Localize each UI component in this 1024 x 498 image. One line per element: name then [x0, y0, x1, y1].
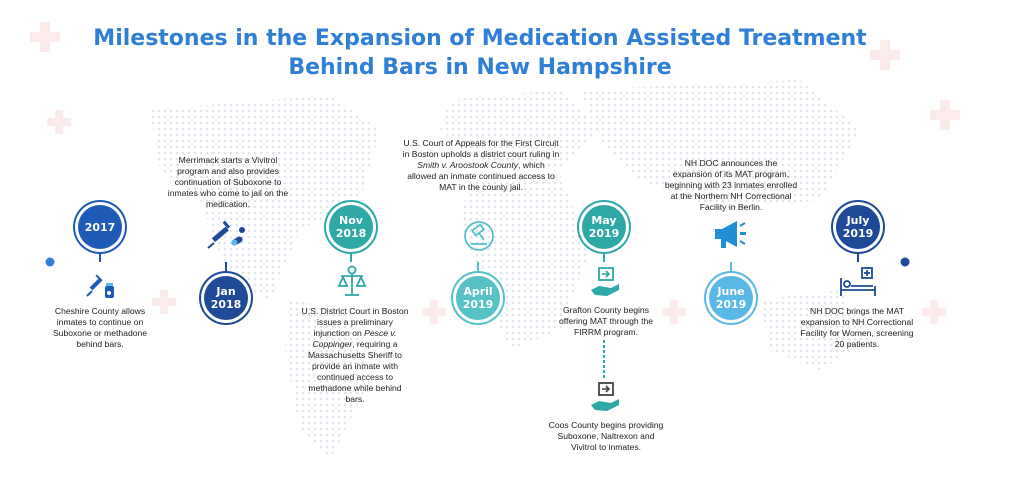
milestone-month-may2019: May — [591, 214, 617, 227]
milestone-year-jul2019: 2019 — [842, 227, 874, 240]
timeline-start-dot — [45, 257, 55, 267]
syringe-pills-icon — [86, 274, 114, 298]
milestone-text-jul2019: NH DOC brings the MAT expansion to NH Co… — [800, 306, 914, 349]
milestone-month-apr2019: April — [463, 285, 493, 298]
milestone-month-jun2019: June — [717, 285, 745, 298]
milestone-node-apr2019: April 2019 — [456, 276, 500, 320]
milestone-text-jan2018: Merrimack starts a Vivitrol program and … — [167, 155, 289, 209]
gavel-icon — [464, 221, 494, 251]
milestone-year-jan2018: 2018 — [210, 298, 242, 311]
page-title-line-1: Milestones in the Expansion of Medicatio… — [93, 26, 867, 51]
hand-arrow-icon — [591, 267, 619, 296]
megaphone-icon — [715, 221, 746, 248]
milestone-text-apr2019: U.S. Court of Appeals for the First Circ… — [402, 138, 560, 192]
timeline-end-dot — [900, 257, 910, 267]
page-title-line-2: Behind Bars in New Hampshire — [288, 55, 672, 80]
milestone-node-2017: 2017 — [78, 205, 122, 249]
milestone-month-jan2018: Jan — [216, 285, 236, 298]
milestone-year-jun2019: 2019 — [715, 298, 747, 311]
milestone-year-may2019: 2019 — [588, 227, 620, 240]
milestone-node-nov2018: Nov 2018 — [329, 205, 373, 249]
milestone-year-apr2019: 2019 — [462, 298, 494, 311]
milestone-text-nov2018: U.S. District Court in Boston issues a p… — [301, 306, 409, 404]
milestone-node-jan2018: Jan 2018 — [204, 276, 248, 320]
milestone-node-jul2019: July 2019 — [836, 205, 880, 249]
scales-of-justice-icon — [337, 265, 367, 296]
milestone-node-may2019: May 2019 — [582, 205, 626, 249]
milestone-date-2017: 2017 — [84, 220, 116, 234]
milestone-text-coos: Coos County begins providing Suboxone, N… — [548, 420, 664, 452]
milestone-month-nov2018: Nov — [339, 214, 363, 227]
milestone-text-may2019: Grafton County begins offering MAT throu… — [558, 305, 654, 337]
syringe-capsule-icon — [207, 220, 245, 249]
milestone-year-nov2018: 2018 — [335, 227, 367, 240]
milestone-text-jun2019: NH DOC announces the expansion of its MA… — [664, 158, 798, 212]
milestone-node-jun2019: June 2019 — [709, 276, 753, 320]
milestone-text-2017: Cheshire County allows inmates to contin… — [52, 306, 148, 349]
hospital-bed-icon — [840, 267, 876, 296]
hand-arrow-icon-coos — [591, 382, 619, 411]
milestone-month-jul2019: July — [846, 214, 870, 227]
